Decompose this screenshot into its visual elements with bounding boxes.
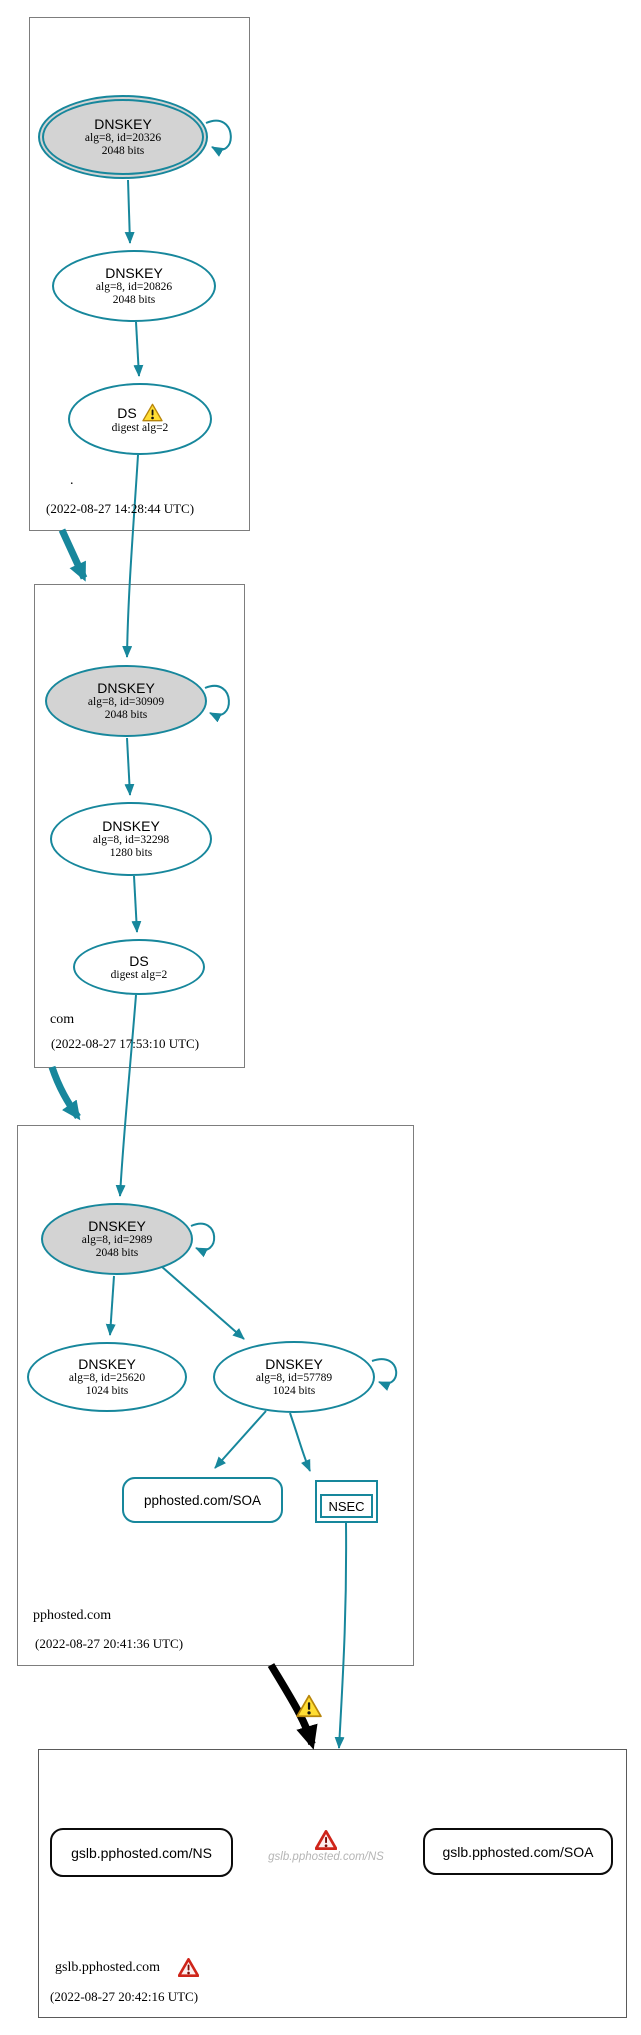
zone-label-row-gslb: gslb.pphosted.com (55, 1958, 199, 1977)
root-zsk-title: DNSKEY (105, 265, 163, 281)
com-zsk-title: DNSKEY (102, 818, 160, 834)
zone-label-gslb: gslb.pphosted.com (55, 1959, 160, 1975)
error-triangle-icon (315, 1830, 337, 1850)
com-zsk-bits: 1280 bits (109, 847, 153, 859)
pphosted-zsk2-title: DNSKEY (265, 1356, 323, 1372)
gslb-soa-node: gslb.pphosted.com/SOA (423, 1828, 613, 1875)
com-ds-title: DS (129, 952, 149, 969)
pphosted-zsk1-node: DNSKEY alg=8, id=25620 1024 bits (27, 1342, 187, 1412)
com-ds-alg: digest alg=2 (110, 968, 168, 981)
pphosted-ksk-alg: alg=8, id=2989 (81, 1234, 153, 1246)
zone-box-gslb (38, 1749, 627, 2018)
root-zsk-node: DNSKEY alg=8, id=20826 2048 bits (52, 250, 216, 322)
gslb-missing-ns-node: gslb.pphosted.com/NS (252, 1830, 400, 1863)
root-ds-title: DS (117, 404, 137, 421)
zone-error-triangle-icon (178, 1958, 199, 1977)
gslb-soa-label: gslb.pphosted.com/SOA (442, 1843, 594, 1860)
pphosted-nsec-label: NSEC (328, 1498, 365, 1514)
zone-box-root (29, 17, 250, 531)
edge-delegation-com-to-pphosted (48, 1065, 81, 1121)
root-ds-alg: digest alg=2 (111, 422, 169, 434)
zone-timestamp-pphosted: (2022-08-27 20:41:36 UTC) (35, 1636, 184, 1651)
pphosted-ksk-node: DNSKEY alg=8, id=2989 2048 bits (41, 1203, 193, 1275)
com-ksk-node: DNSKEY alg=8, id=30909 2048 bits (45, 665, 207, 737)
pphosted-zsk2-alg: alg=8, id=57789 (255, 1372, 333, 1384)
zone-timestamp-root: (2022-08-27 14:28:44 UTC) (46, 501, 195, 516)
zone-timestamp-com: (2022-08-27 17:53:10 UTC) (51, 1036, 200, 1051)
pphosted-zsk1-alg: alg=8, id=25620 (68, 1372, 146, 1384)
root-ksk-alg: alg=8, id=20326 (84, 132, 162, 144)
root-ksk-bits: 2048 bits (101, 145, 145, 157)
root-ksk-title: DNSKEY (94, 116, 152, 132)
com-zsk-node: DNSKEY alg=8, id=32298 1280 bits (50, 802, 212, 876)
gslb-ns-label: gslb.pphosted.com/NS (71, 1844, 212, 1861)
delegation-warning-triangle-icon (296, 1694, 322, 1718)
edge-delegation-root-to-com (58, 528, 88, 582)
pphosted-zsk1-bits: 1024 bits (85, 1385, 129, 1397)
com-ksk-alg: alg=8, id=30909 (87, 696, 165, 708)
zone-box-pphosted (17, 1125, 414, 1666)
pphosted-ksk-bits: 2048 bits (95, 1247, 139, 1259)
pphosted-ksk-title: DNSKEY (88, 1218, 146, 1234)
pphosted-nsec-node: NSEC (315, 1480, 378, 1523)
root-zsk-bits: 2048 bits (112, 294, 156, 306)
warning-triangle-icon (142, 403, 163, 422)
com-ksk-title: DNSKEY (97, 680, 155, 696)
zone-label-root: . (70, 473, 74, 488)
gslb-missing-ns-label: gslb.pphosted.com/NS (268, 1851, 384, 1863)
root-ds-node: DS digest alg=2 (68, 383, 212, 455)
com-ksk-bits: 2048 bits (104, 709, 148, 721)
zone-label-pphosted: pphosted.com (33, 1608, 112, 1623)
pphosted-soa-node: pphosted.com/SOA (122, 1477, 283, 1523)
pphosted-zsk2-node: DNSKEY alg=8, id=57789 1024 bits (213, 1341, 375, 1413)
pphosted-soa-label: pphosted.com/SOA (143, 1492, 262, 1508)
root-zsk-alg: alg=8, id=20826 (95, 281, 173, 293)
com-zsk-alg: alg=8, id=32298 (92, 834, 170, 846)
gslb-ns-node: gslb.pphosted.com/NS (50, 1828, 233, 1877)
zone-label-com: com (50, 1012, 75, 1027)
zone-timestamp-gslb: (2022-08-27 20:42:16 UTC) (50, 1989, 199, 2004)
zone-box-com (34, 584, 245, 1068)
pphosted-zsk1-title: DNSKEY (78, 1356, 136, 1372)
root-ksk-node: DNSKEY alg=8, id=20326 2048 bits (38, 95, 208, 179)
com-ds-node: DS digest alg=2 (73, 939, 205, 995)
pphosted-zsk2-bits: 1024 bits (272, 1385, 316, 1397)
